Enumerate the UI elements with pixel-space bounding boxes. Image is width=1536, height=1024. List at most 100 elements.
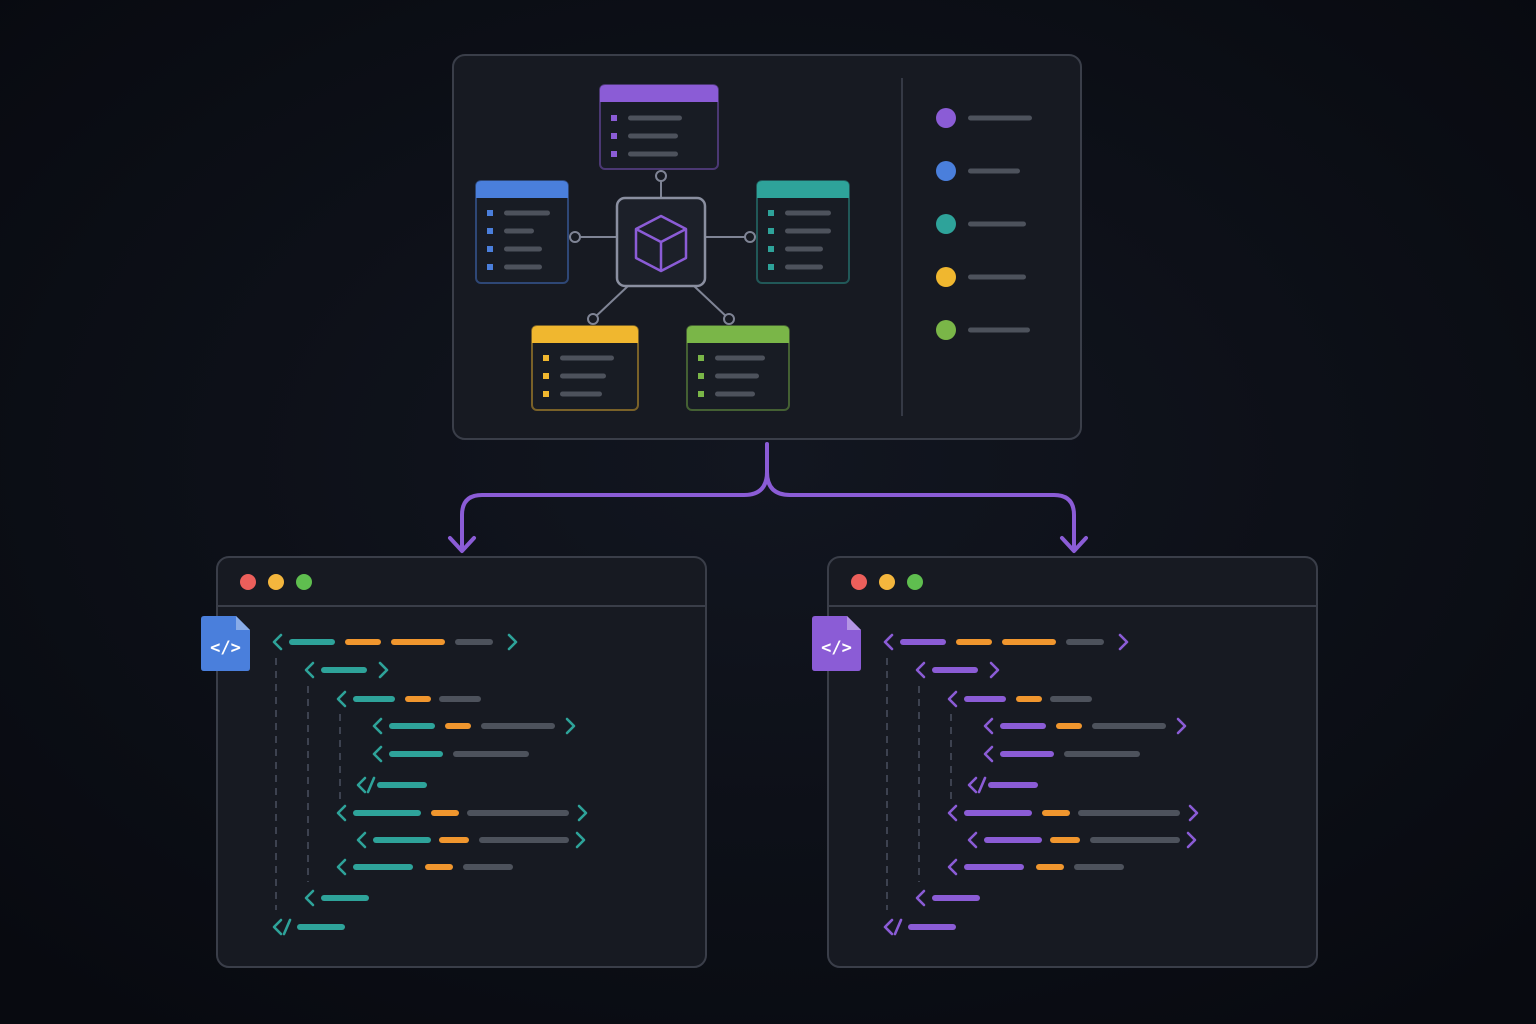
table-left-row-marker: [487, 210, 493, 216]
code-token: [1042, 810, 1070, 816]
code-line: [967, 776, 1038, 794]
table-bottom-left-row-marker: [543, 391, 549, 397]
table-top-header: [600, 85, 718, 102]
connector-top-port: [655, 170, 667, 182]
cube-icon: [634, 214, 688, 273]
table-top-row-marker: [611, 133, 617, 139]
code-token: [353, 696, 395, 702]
table-bottom-right-header: [687, 326, 789, 343]
table-bottom-left: [531, 325, 639, 411]
code-token: [900, 639, 946, 645]
code-token: [439, 837, 469, 843]
open-bracket: [272, 918, 283, 936]
table-bottom-left-row-marker: [543, 373, 549, 379]
table-right-row-marker: [768, 246, 774, 252]
table-bottom-left-row-bar: [560, 391, 602, 397]
legend-swatch-purple: [936, 108, 956, 128]
code-line: [372, 717, 576, 735]
arrowhead-left: [448, 536, 476, 553]
window-red-dot[interactable]: [851, 574, 867, 590]
connector-left-port: [569, 231, 581, 243]
code-line: [372, 745, 529, 763]
table-left-row-marker: [487, 246, 493, 252]
code-token: [377, 782, 427, 788]
table-right-row-bar: [785, 246, 823, 252]
open-bracket: [947, 690, 958, 708]
open-bracket: [883, 918, 894, 936]
hub-node: [615, 196, 707, 288]
connector-bottom-left-line: [592, 285, 629, 320]
connector-bottom-right: [693, 285, 735, 325]
code-token: [353, 810, 421, 816]
open-bracket: [304, 661, 315, 679]
table-right-row-marker: [768, 210, 774, 216]
code-token: [481, 723, 555, 729]
code-token: [932, 667, 978, 673]
code-token: [289, 639, 335, 645]
close-bracket: [1188, 804, 1199, 822]
table-top-row-marker: [611, 151, 617, 157]
code-token: [391, 639, 445, 645]
code-line: [915, 661, 1000, 679]
close-slash: [282, 918, 292, 936]
table-top-row-bar: [628, 133, 678, 139]
code-token: [908, 924, 956, 930]
open-bracket: [967, 831, 978, 849]
table-right-row-marker: [768, 228, 774, 234]
code-token: [1050, 696, 1092, 702]
legend-bar-purple: [968, 115, 1032, 121]
connector-bottom-right-port: [723, 313, 735, 325]
table-left-row-marker: [487, 264, 493, 270]
window-yellow-dot[interactable]: [268, 574, 284, 590]
legend-item-yellow: [936, 267, 1026, 287]
window-frame: [216, 556, 707, 968]
code-line: [272, 633, 518, 651]
code-lines: [883, 633, 1199, 936]
code-line: [883, 633, 1129, 651]
close-bracket: [575, 831, 586, 849]
close-bracket: [378, 661, 389, 679]
code-token: [1090, 837, 1180, 843]
legend-bar-teal: [968, 221, 1026, 227]
connector-bottom-left: [587, 285, 629, 325]
window-green-dot[interactable]: [907, 574, 923, 590]
code-token: [439, 696, 481, 702]
code-token: [984, 837, 1042, 843]
table-right-row-marker: [768, 264, 774, 270]
code-token: [445, 723, 471, 729]
table-left-row-marker: [487, 228, 493, 234]
table-bottom-right: [686, 325, 790, 411]
code-line: [356, 831, 586, 849]
legend-item-blue: [936, 161, 1020, 181]
close-slash: [366, 776, 376, 794]
window-green-dot[interactable]: [296, 574, 312, 590]
code-line: [304, 661, 389, 679]
table-left-row-bar: [504, 246, 542, 252]
open-bracket: [372, 745, 383, 763]
close-bracket: [1118, 633, 1129, 651]
window-red-dot[interactable]: [240, 574, 256, 590]
open-bracket: [336, 690, 347, 708]
table-bottom-right-row-bar: [715, 373, 759, 379]
window-yellow-dot[interactable]: [879, 574, 895, 590]
legend-item-green: [936, 320, 1030, 340]
table-left-row-bar: [504, 228, 534, 234]
legend-bar-yellow: [968, 274, 1026, 280]
code-token: [964, 696, 1006, 702]
code-token: [321, 895, 369, 901]
table-right-row-bar: [785, 210, 831, 216]
code-token: [1016, 696, 1042, 702]
code-token: [297, 924, 345, 930]
legend-item-teal: [936, 214, 1026, 234]
code-line: [947, 690, 1092, 708]
code-token: [389, 751, 443, 757]
open-bracket: [356, 831, 367, 849]
table-bottom-left-row-bar: [560, 355, 614, 361]
schema-diagram-panel: [452, 54, 1082, 440]
table-top-row-bar: [628, 115, 682, 121]
code-window-left: </>: [201, 556, 707, 968]
code-lines: [272, 633, 588, 936]
table-bottom-right-row-bar: [715, 391, 755, 397]
open-bracket: [336, 858, 347, 876]
